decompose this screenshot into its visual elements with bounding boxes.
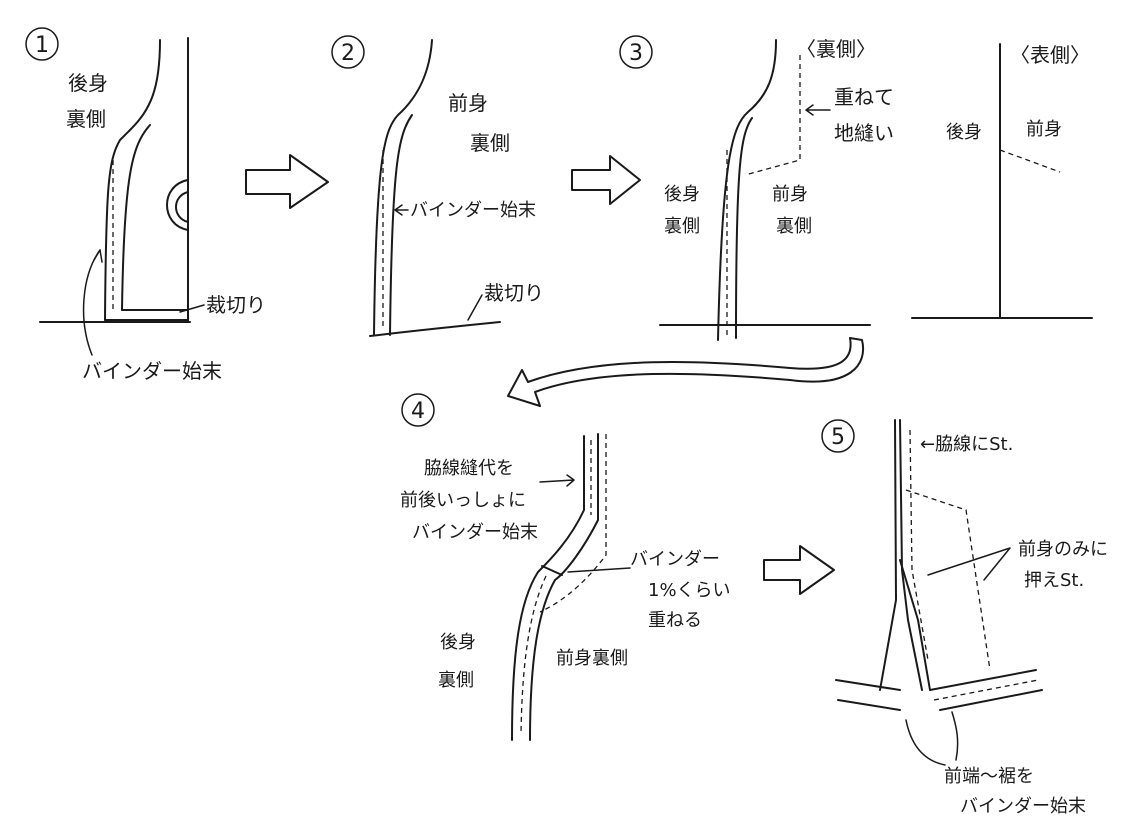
arrow-cut bbox=[467, 294, 483, 321]
label-omote-back: 後身 bbox=[946, 122, 982, 143]
step-number: 5 bbox=[831, 425, 845, 450]
armhole-edge bbox=[373, 39, 433, 336]
arrow-front-only bbox=[927, 547, 1011, 581]
step-4: 4 脇線縫代を 前後いっしょに バインダー始末 バインダー 1%くらい 重ねる … bbox=[400, 393, 731, 741]
detail-curve-inner bbox=[175, 191, 189, 223]
label-back-2: 裏側 bbox=[66, 107, 106, 131]
label-omote-head: 〈表側〉 bbox=[1010, 43, 1090, 67]
label-front-1: 前身 bbox=[448, 91, 488, 115]
back-edge bbox=[879, 419, 897, 691]
binder-edge bbox=[121, 124, 151, 311]
arrow-binder bbox=[82, 249, 101, 356]
arrow-right-icon bbox=[245, 154, 329, 209]
label-front-2: 裏側 bbox=[470, 131, 510, 155]
label-ura-head: 〈裏側〉 bbox=[796, 37, 876, 61]
label-overlap-1: 重ねて bbox=[834, 85, 894, 109]
label-overlap-3: 重ねる bbox=[648, 610, 702, 631]
label-cut: 裁切り bbox=[206, 293, 266, 317]
arrow-note bbox=[539, 474, 575, 487]
binder-edge bbox=[735, 117, 753, 339]
label-back-1: 後身 bbox=[68, 71, 108, 95]
label-back-2: 裏側 bbox=[664, 216, 700, 237]
hem-stitch bbox=[933, 679, 1039, 701]
binder-overlap-mark bbox=[541, 565, 563, 576]
binder-edge bbox=[389, 114, 413, 336]
label-back-1: 後身 bbox=[664, 184, 700, 205]
label-front-2: 裏側 bbox=[776, 216, 812, 237]
hem-edge bbox=[369, 321, 501, 337]
label-hem-1: 前端〜裾を bbox=[944, 766, 1034, 787]
label-note-2: 前後いっしょに bbox=[400, 490, 526, 511]
arrow-head bbox=[93, 249, 103, 263]
label-overlap-2: 地縫い bbox=[834, 121, 894, 145]
label-note-1: 脇線縫代を bbox=[424, 458, 514, 479]
step-2: 2 前身 裏側 バインダー始末 裁切り bbox=[331, 35, 544, 337]
label-binder: バインダー始末 bbox=[410, 200, 536, 221]
label-binder: バインダー始末 bbox=[82, 359, 222, 383]
armhole-edge bbox=[717, 39, 777, 341]
binder-edge bbox=[529, 433, 599, 741]
side-edge bbox=[899, 559, 931, 691]
step-number-circle bbox=[619, 35, 653, 69]
label-front-only-1: 前身のみに bbox=[1018, 539, 1108, 560]
label-side: ←脇線にSt. bbox=[920, 434, 1013, 455]
label-back-1: 後身 bbox=[440, 632, 476, 653]
stitch-side bbox=[909, 429, 929, 661]
step-number-circle bbox=[821, 419, 855, 453]
label-front: 前身裏側 bbox=[556, 648, 628, 669]
label-omote-front: 前身 bbox=[1026, 119, 1062, 140]
back-hem bbox=[835, 679, 901, 711]
label-back-2: 裏側 bbox=[438, 670, 474, 691]
stitch-line bbox=[520, 440, 592, 736]
step-number-circle bbox=[401, 393, 435, 427]
armhole-edge bbox=[104, 39, 161, 321]
front-hem bbox=[929, 669, 1043, 711]
step-number-circle bbox=[25, 27, 59, 61]
side-seam bbox=[899, 419, 923, 691]
label-note-3: バインダー始末 bbox=[412, 522, 538, 543]
detail-curve bbox=[166, 179, 189, 231]
arrow-hem bbox=[905, 711, 959, 766]
step-1: 1 後身 裏側 裁切り バインダー始末 bbox=[25, 27, 266, 383]
front-stitch bbox=[905, 489, 991, 671]
arrow-binder bbox=[394, 204, 409, 216]
arrow-right-icon bbox=[571, 155, 641, 205]
label-cut: 裁切り bbox=[484, 281, 544, 305]
step-number: 3 bbox=[629, 41, 643, 66]
curved-arrow-icon bbox=[507, 337, 865, 407]
label-overlap-2: 1%くらい bbox=[648, 580, 731, 601]
label-hem-2: バインダー始末 bbox=[960, 796, 1086, 817]
step-number-circle bbox=[331, 35, 365, 69]
overlap-line bbox=[999, 149, 1061, 173]
label-front-1: 前身 bbox=[772, 184, 808, 205]
arrow-cut bbox=[179, 304, 205, 313]
step-5: 5 ←脇線にSt. 前身のみに 押えSt. 前端〜裾を バインダー始末 bbox=[821, 419, 1108, 817]
step-number: 4 bbox=[411, 399, 425, 424]
arrow-overlap bbox=[567, 567, 631, 573]
step-3: 3 〈裏側〉 重ねて 地縫い 後身 裏側 前身 裏側 〈表側〉 後身 前身 bbox=[619, 35, 1093, 341]
arrow-overlap bbox=[805, 104, 831, 116]
side-stitch bbox=[539, 434, 607, 613]
armhole-edge bbox=[511, 435, 585, 741]
arrow-right-icon bbox=[763, 545, 835, 595]
step-number: 2 bbox=[341, 41, 355, 66]
label-overlap-1: バインダー bbox=[630, 549, 720, 570]
label-front-only-2: 押えSt. bbox=[1024, 570, 1084, 591]
step-number: 1 bbox=[35, 33, 49, 58]
